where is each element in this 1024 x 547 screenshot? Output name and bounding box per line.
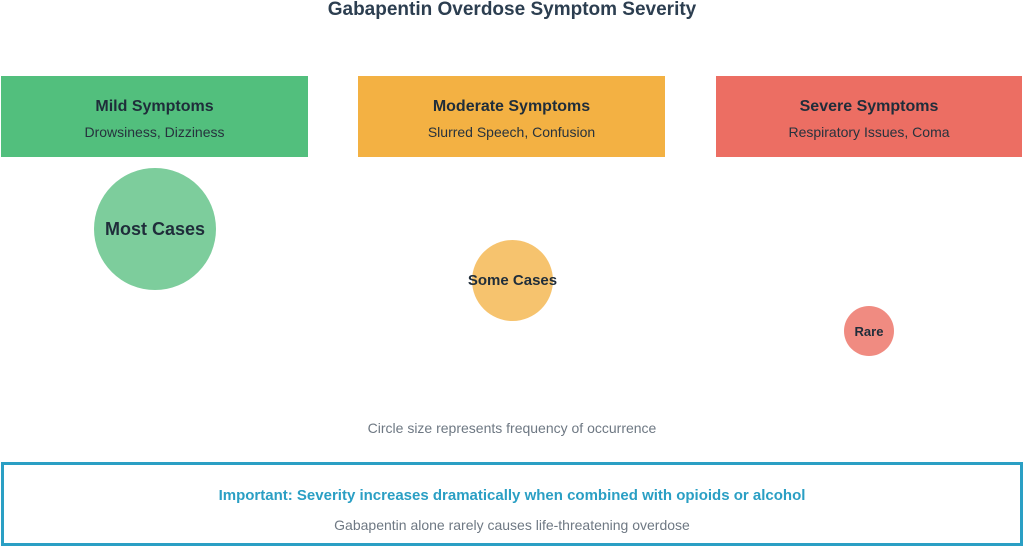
- circle-size-note: Circle size represents frequency of occu…: [367, 420, 657, 436]
- severe-symptoms-card: Severe Symptoms Respiratory Issues, Coma: [716, 76, 1022, 157]
- severe-card-symptoms: Respiratory Issues, Coma: [788, 124, 950, 140]
- warning-headline: Important: Severity increases dramatical…: [218, 487, 806, 504]
- mild-card-symptoms: Drowsiness, Dizziness: [84, 124, 225, 140]
- diagram-title: Gabapentin Overdose Symptom Severity: [327, 0, 697, 20]
- warning-subtext: Gabapentin alone rarely causes life-thre…: [334, 517, 690, 533]
- important-warning-box: Important: Severity increases dramatical…: [1, 462, 1023, 546]
- severe-card-title: Severe Symptoms: [799, 98, 939, 115]
- mild-symptoms-card: Mild Symptoms Drowsiness, Dizziness: [1, 76, 308, 157]
- mild-frequency-circle: Most Cases: [94, 168, 216, 290]
- moderate-symptoms-card: Moderate Symptoms Slurred Speech, Confus…: [358, 76, 665, 157]
- moderate-frequency-circle: Some Cases: [468, 240, 557, 321]
- moderate-card-title: Moderate Symptoms: [432, 98, 591, 115]
- moderate-frequency-label: Some Cases: [467, 272, 558, 289]
- mild-card-title: Mild Symptoms: [95, 98, 214, 115]
- mild-frequency-label: Most Cases: [104, 218, 206, 239]
- moderate-card-symptoms: Slurred Speech, Confusion: [427, 124, 596, 140]
- severe-frequency-label: Rare: [854, 323, 884, 339]
- severe-frequency-circle: Rare: [844, 306, 894, 356]
